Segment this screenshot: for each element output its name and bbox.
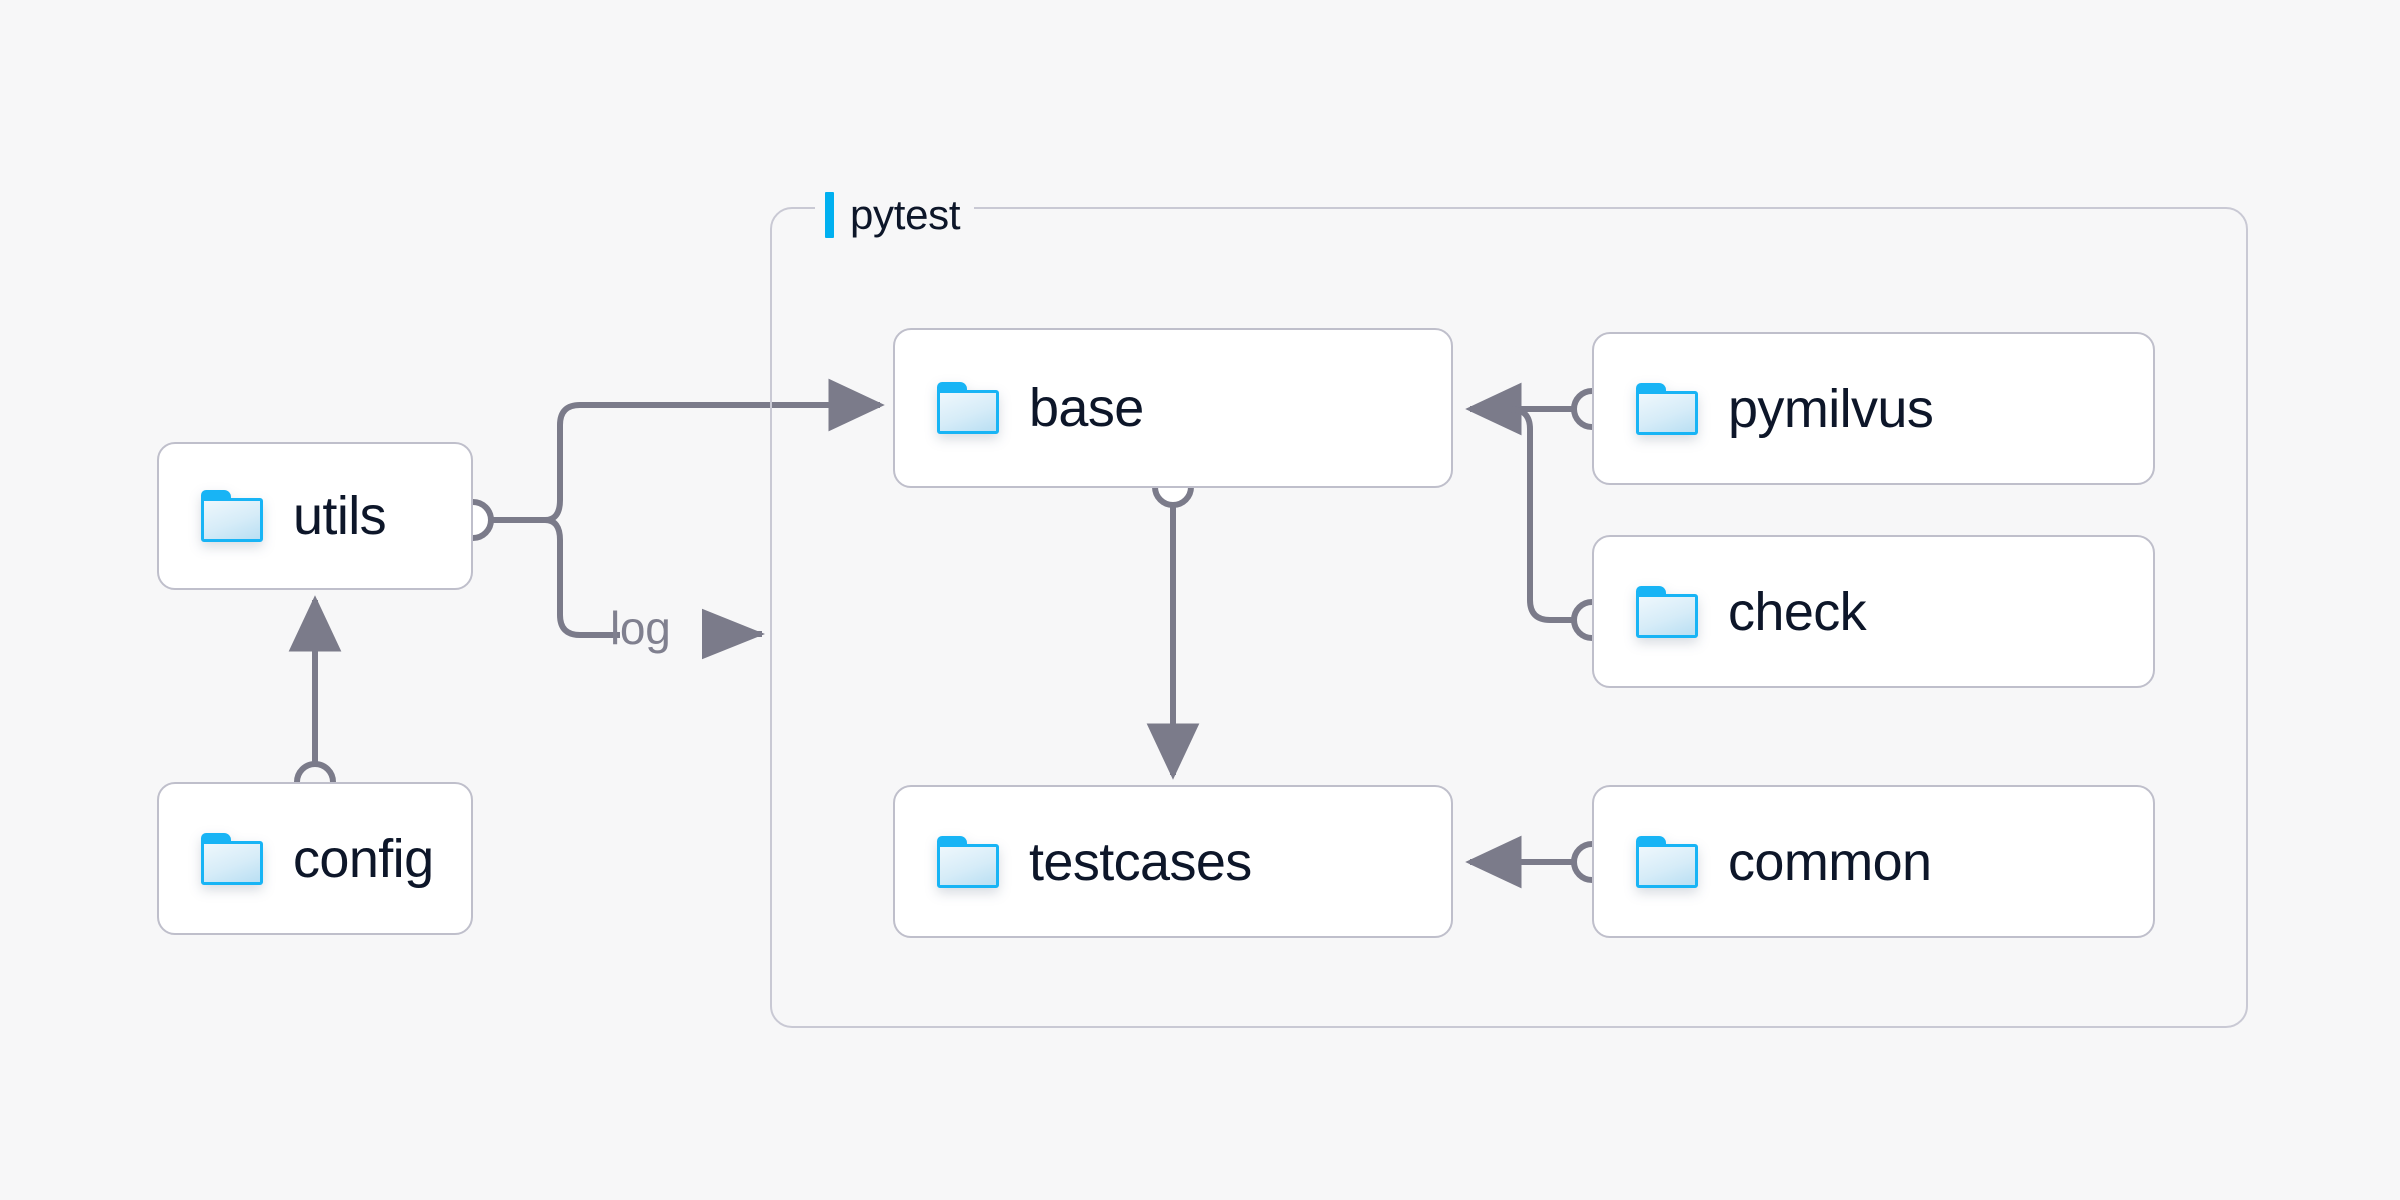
node-base-label: base xyxy=(1029,378,1144,438)
folder-icon xyxy=(1636,382,1698,435)
node-common[interactable]: common xyxy=(1592,785,2155,938)
folder-icon xyxy=(1636,585,1698,638)
node-testcases-label: testcases xyxy=(1029,831,1252,892)
accent-bar-icon xyxy=(825,192,834,238)
folder-icon xyxy=(937,382,999,434)
group-pytest xyxy=(770,207,2248,1028)
node-config-label: config xyxy=(293,828,434,889)
node-testcases[interactable]: testcases xyxy=(893,785,1453,938)
folder-icon xyxy=(1636,835,1698,888)
node-common-label: common xyxy=(1728,831,1932,892)
node-base[interactable]: base xyxy=(893,328,1453,488)
node-pymilvus-label: pymilvus xyxy=(1728,378,1934,439)
node-check-label: check xyxy=(1728,581,1867,642)
group-pytest-title: pytest xyxy=(850,191,961,238)
node-check[interactable]: check xyxy=(1592,535,2155,688)
group-pytest-label: pytest xyxy=(815,188,975,242)
folder-icon xyxy=(201,832,263,885)
node-config[interactable]: config xyxy=(157,782,473,935)
edge-label-log: log xyxy=(610,602,671,654)
edge-utils-log xyxy=(544,517,620,638)
node-utils-label: utils xyxy=(293,486,387,546)
folder-icon xyxy=(201,490,263,542)
folder-icon xyxy=(937,835,999,888)
edge-config-utils xyxy=(288,595,342,803)
node-utils[interactable]: utils xyxy=(157,442,473,590)
node-pymilvus[interactable]: pymilvus xyxy=(1592,332,2155,485)
